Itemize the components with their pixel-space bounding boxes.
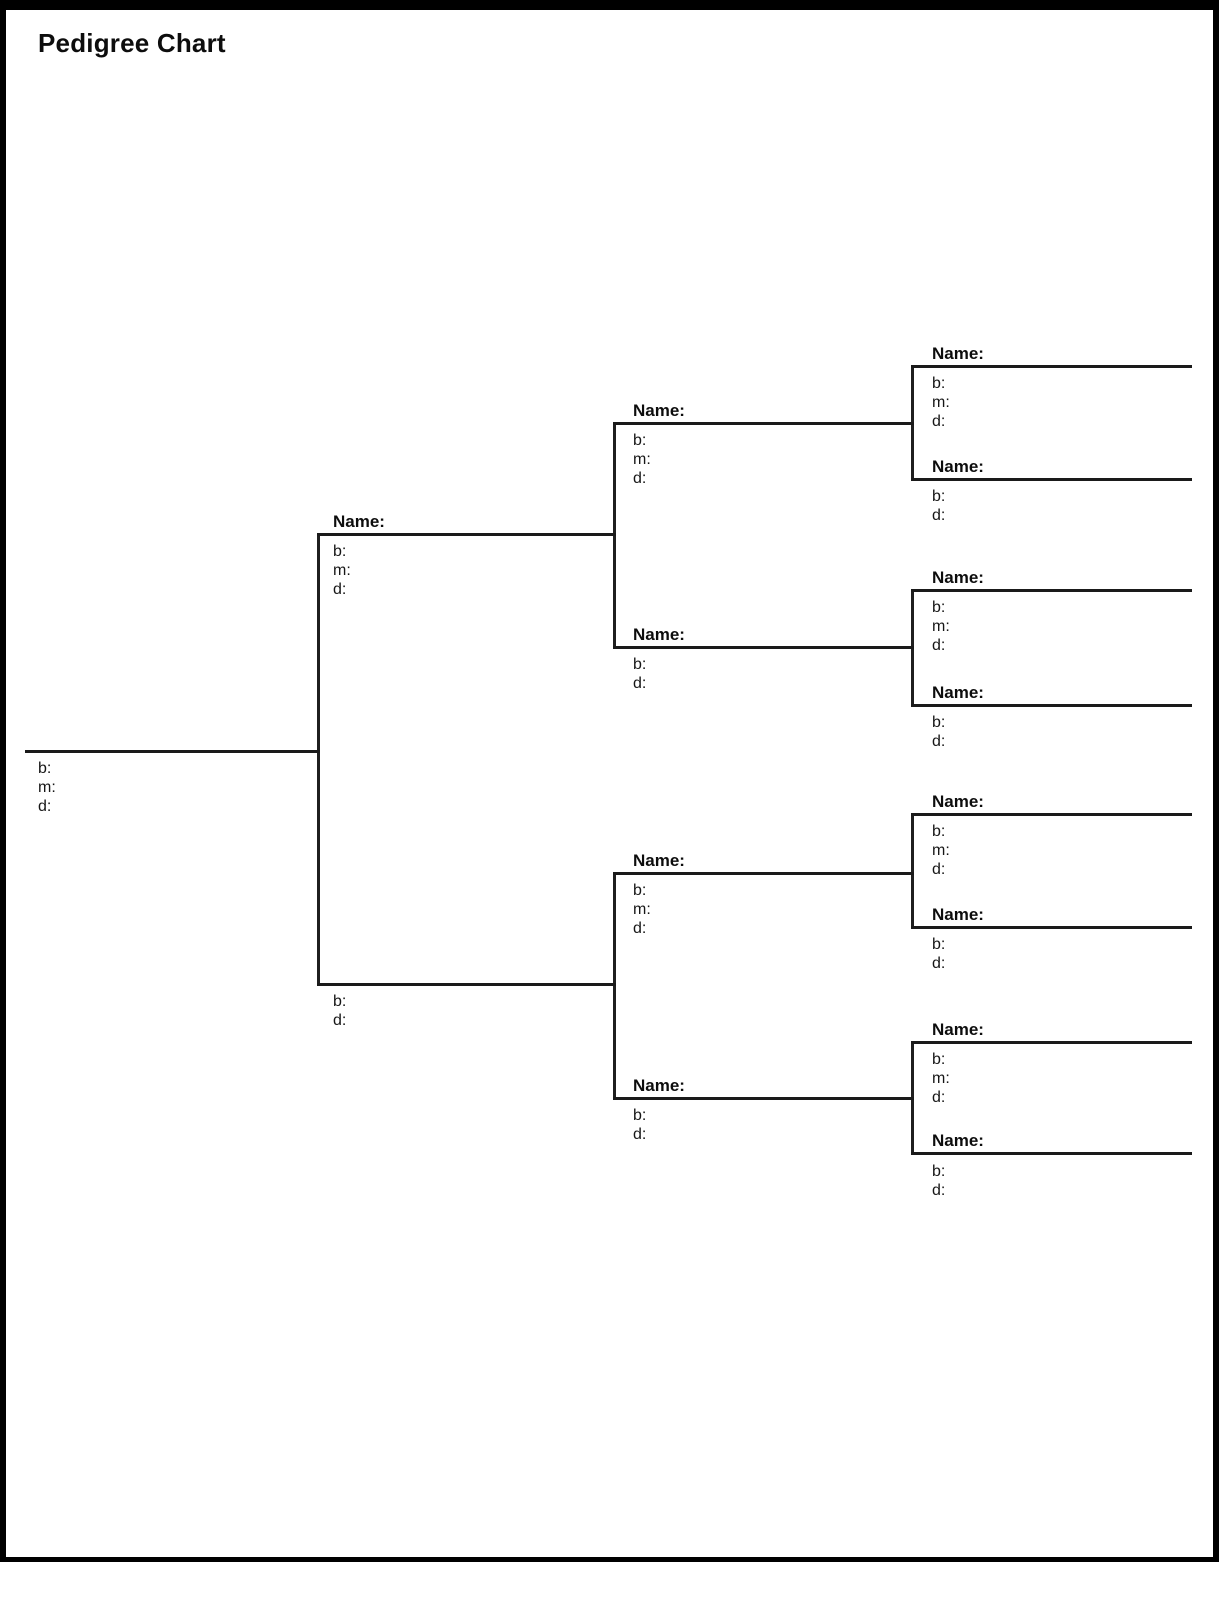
entry-fields: b: d: [633,1106,646,1144]
connector-line-gen4-c [911,813,914,929]
name-line [911,813,1192,816]
page-border-right [1213,0,1219,1562]
connector-line-gen3-b [613,872,616,1100]
name-label: Name: [333,512,385,531]
birth-field-label: b: [333,543,347,560]
marriage-field-label: m: [333,562,351,579]
page-border-top [0,0,1219,10]
birth-field-label: b: [932,488,946,505]
death-field-label: d: [932,1182,946,1199]
birth-field-label: b: [932,1163,946,1180]
entry-fields: b: d: [932,1162,945,1200]
birth-field-label: b: [38,760,52,777]
birth-field-label: b: [932,375,946,392]
marriage-field-label: m: [633,451,651,468]
birth-field-label: b: [932,936,946,953]
death-field-label: d: [633,1126,647,1143]
entry-fields: b: d: [932,487,945,525]
entry-fields: b: m: d: [633,431,651,488]
birth-field-label: b: [932,1051,946,1068]
birth-field-label: b: [633,656,647,673]
name-line [25,750,320,753]
name-line [911,365,1192,368]
name-line [911,704,1192,707]
connector-line-gen2 [317,533,320,986]
page-title: Pedigree Chart [38,28,226,58]
name-line [613,646,914,649]
marriage-field-label: m: [932,842,950,859]
name-line [317,983,616,986]
name-label: Name: [633,851,685,870]
death-field-label: d: [333,581,347,598]
name-label: Name: [633,625,685,644]
entry-fields: b: m: d: [38,759,56,816]
death-field-label: d: [932,413,946,430]
name-label: Name: [633,401,685,420]
entry-fields: b: m: d: [633,881,651,938]
page-border-bottom [0,1557,1219,1562]
entry-fields: b: m: d: [932,598,950,655]
name-line [911,478,1192,481]
birth-field-label: b: [932,823,946,840]
birth-field-label: b: [333,993,347,1010]
name-label: Name: [932,344,984,363]
name-line [317,533,616,536]
name-label: Name: [932,568,984,587]
birth-field-label: b: [932,599,946,616]
entry-fields: b: m: d: [932,822,950,879]
death-field-label: d: [932,861,946,878]
name-label: Name: [932,792,984,811]
death-field-label: d: [932,507,946,524]
birth-field-label: b: [633,882,647,899]
name-label: Name: [932,1020,984,1039]
name-label: Name: [932,457,984,476]
entry-fields: b: m: d: [932,374,950,431]
death-field-label: d: [633,920,647,937]
name-line [911,926,1192,929]
name-line [613,1097,914,1100]
entry-fields: b: d: [932,713,945,751]
death-field-label: d: [633,675,647,692]
marriage-field-label: m: [633,901,651,918]
marriage-field-label: m: [932,618,950,635]
page-border-left [0,0,6,1562]
death-field-label: d: [333,1012,347,1029]
birth-field-label: b: [932,714,946,731]
marriage-field-label: m: [932,1070,950,1087]
birth-field-label: b: [633,1107,647,1124]
marriage-field-label: m: [38,779,56,796]
death-field-label: d: [932,637,946,654]
name-line [613,422,914,425]
death-field-label: d: [633,470,647,487]
death-field-label: d: [932,733,946,750]
death-field-label: d: [38,798,52,815]
name-line [911,589,1192,592]
entry-fields: b: d: [333,992,346,1030]
entry-fields: b: m: d: [333,542,351,599]
name-label: Name: [932,1131,984,1150]
entry-fields: b: d: [633,655,646,693]
name-label: Name: [932,905,984,924]
entry-fields: b: d: [932,935,945,973]
name-label: Name: [932,683,984,702]
name-line [911,1152,1192,1155]
name-line [613,872,914,875]
name-line [911,1041,1192,1044]
birth-field-label: b: [633,432,647,449]
entry-fields: b: m: d: [932,1050,950,1107]
death-field-label: d: [932,1089,946,1106]
name-label: Name: [633,1076,685,1095]
marriage-field-label: m: [932,394,950,411]
death-field-label: d: [932,955,946,972]
